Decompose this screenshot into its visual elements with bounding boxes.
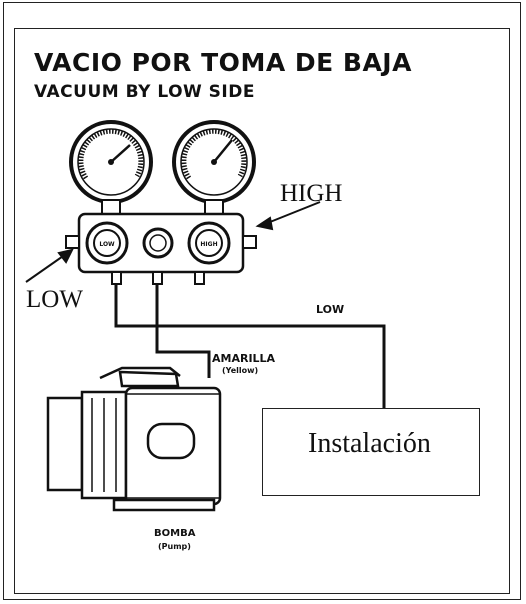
- high-side-label: HIGH: [280, 180, 343, 207]
- page-title: VACIO POR TOMA DE BAJA: [34, 48, 412, 77]
- page-subtitle: VACUUM BY LOW SIDE: [34, 82, 255, 102]
- inner-frame: [14, 28, 510, 594]
- installation-box: [262, 408, 480, 496]
- pump-label: BOMBA: [154, 528, 196, 539]
- low-pressure-gauge: [69, 120, 153, 215]
- outer-frame: [3, 2, 521, 600]
- yellow-hose-sublabel: (Yellow): [222, 366, 259, 375]
- installation-label: Instalación: [308, 428, 431, 459]
- low-hose-label: LOW: [316, 303, 345, 316]
- manifold-body: [65, 212, 257, 285]
- vacuum-pump: [46, 366, 222, 512]
- yellow-hose-label: AMARILLA: [212, 352, 276, 365]
- pump-sublabel: (Pump): [158, 542, 191, 551]
- high-pressure-gauge: [172, 120, 256, 215]
- hoses: [114, 284, 386, 408]
- arrows: [25, 201, 321, 283]
- low-side-label: LOW: [26, 286, 83, 313]
